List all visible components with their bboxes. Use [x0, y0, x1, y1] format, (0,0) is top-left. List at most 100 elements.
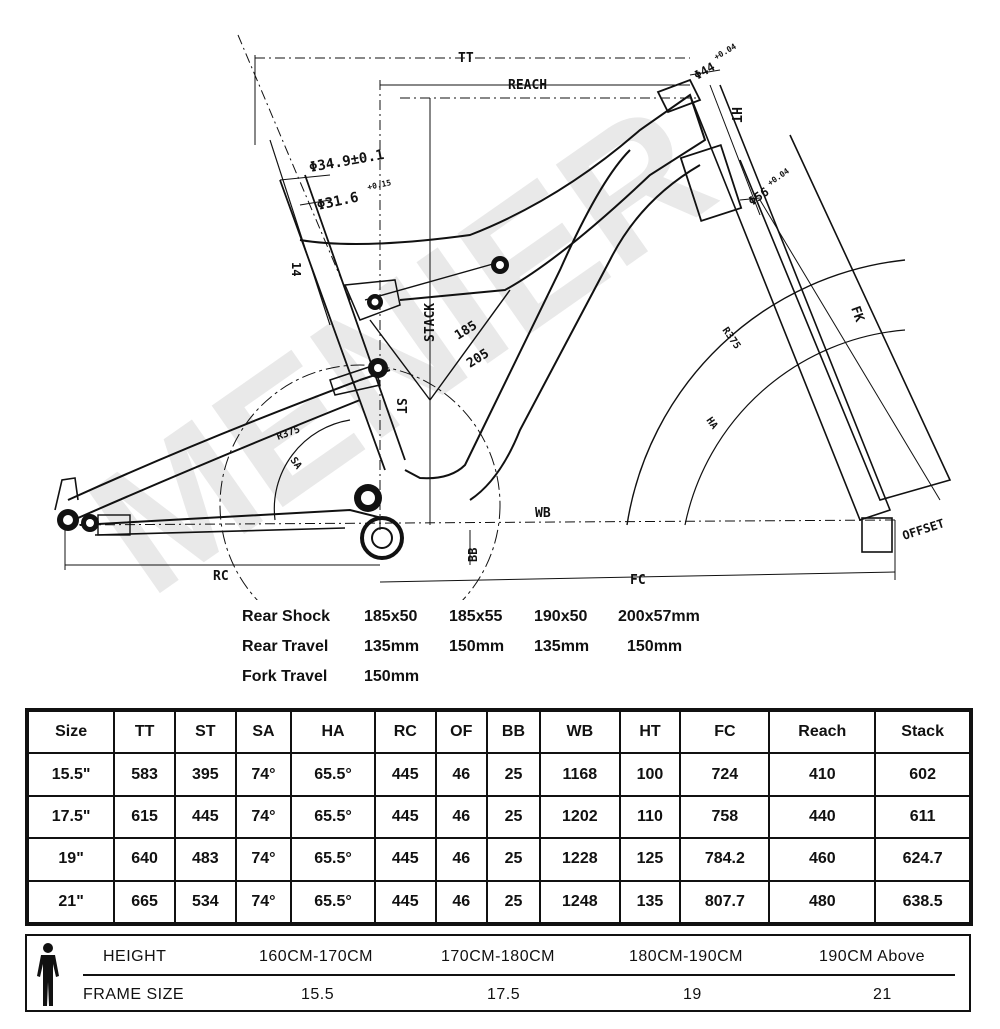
label-ha: HA: [704, 415, 720, 431]
table-cell: 460: [769, 838, 876, 881]
table-cell: 440: [769, 795, 876, 839]
table-cell: 624.7: [875, 838, 970, 881]
frame-size-value: 15.5: [301, 986, 335, 1003]
table-cell: 534: [174, 880, 236, 923]
rear-travel-value: 150mm: [449, 638, 505, 655]
table-cell: 583: [114, 753, 175, 796]
frame-size-value: 21: [873, 986, 892, 1003]
table-cell: 25: [486, 795, 541, 839]
table-cell: 665: [114, 880, 175, 923]
table-cell: 46: [435, 753, 487, 796]
table-cell: 784.2: [680, 838, 770, 881]
table-cell: 25: [486, 838, 541, 881]
table-cell: 445: [174, 795, 236, 839]
height-range: 190CM Above: [819, 948, 926, 965]
frame-geometry-diagram: MENIER: [54, 34, 952, 600]
table-cell: 1168: [540, 753, 620, 796]
table-cell: 65.5°: [291, 753, 375, 796]
fork-travel-value: 150mm: [364, 668, 420, 685]
rear-travel-value: 135mm: [534, 638, 590, 655]
column-header: ST: [174, 711, 236, 754]
label-seatpost: Φ31.6: [316, 189, 361, 213]
table-cell: 445: [374, 753, 436, 796]
rear-shock-value: 200x57mm: [618, 608, 700, 625]
table-cell: 602: [875, 753, 970, 796]
table-cell: 46: [435, 880, 487, 923]
table-cell: 1202: [540, 795, 620, 839]
column-header: BB: [486, 711, 541, 754]
height-range: 170CM-180CM: [441, 948, 555, 965]
table-row: 15.5" 583 395 74° 65.5° 445 46 25 1168 1…: [28, 753, 970, 796]
rear-shock-value: 190x50: [534, 608, 588, 625]
label-stack: STACK: [423, 303, 438, 342]
table-cell: 74°: [235, 795, 292, 839]
table-cell: 110: [619, 795, 681, 839]
table-cell: 74°: [235, 753, 292, 796]
column-header: SA: [235, 711, 292, 754]
height-range: 160CM-170CM: [259, 948, 373, 965]
table-row: 19" 640 483 74° 65.5° 445 46 25 1228 125…: [28, 838, 970, 881]
table-cell: 445: [374, 795, 436, 839]
label-head-bottom-tol: +0.04: [766, 166, 791, 187]
table-cell: 615: [114, 795, 175, 839]
column-header: Reach: [769, 711, 876, 754]
table-cell: 640: [114, 838, 175, 881]
height-range: 180CM-190CM: [629, 948, 743, 965]
rear-travel-label: Rear Travel: [242, 638, 329, 655]
table-cell: 15.5": [28, 753, 115, 796]
table-cell: 65.5°: [291, 795, 375, 839]
fork-travel-label: Fork Travel: [242, 668, 328, 685]
rear-shock-value: 185x50: [364, 608, 418, 625]
column-header: TT: [114, 711, 175, 754]
table-cell: 611: [875, 795, 970, 839]
table-cell: 807.7: [680, 880, 770, 923]
label-dim-14: 14: [289, 262, 303, 276]
table-row: 17.5" 615 445 74° 65.5° 445 46 25 1202 1…: [28, 795, 970, 839]
size-guide: HEIGHT 160CM-170CM 170CM-180CM 180CM-190…: [25, 934, 971, 1012]
table-cell: 480: [769, 880, 876, 923]
table-cell: 638.5: [875, 880, 970, 923]
column-header: WB: [540, 711, 620, 754]
table-cell: 1228: [540, 838, 620, 881]
label-head-top: Φ44: [692, 60, 718, 83]
table-cell: 19": [28, 838, 115, 881]
rear-travel-value: 135mm: [364, 638, 420, 655]
rear-shock-value: 185x55: [449, 608, 503, 625]
label-ht: HT: [728, 107, 743, 123]
table-cell: 25: [486, 880, 541, 923]
height-label: HEIGHT: [103, 948, 167, 965]
label-offset: OFFSET: [901, 516, 947, 543]
rear-travel-value: 150mm: [627, 638, 683, 655]
label-wb: WB: [535, 506, 551, 521]
table-header-row: Size TT ST SA HA RC OF BB WB HT FC Reach…: [28, 711, 970, 754]
frame-size-value: 17.5: [487, 986, 521, 1003]
table-cell: 25: [486, 753, 541, 796]
table-cell: 758: [680, 795, 770, 839]
table-cell: 125: [619, 838, 681, 881]
table-cell: 46: [435, 838, 487, 881]
column-header: Stack: [875, 711, 970, 754]
label-rc: RC: [213, 569, 229, 584]
label-tt: TT: [458, 51, 474, 66]
table-cell: 74°: [235, 880, 292, 923]
table-cell: 445: [374, 838, 436, 881]
column-header: Size: [28, 711, 115, 754]
person-icon: [37, 943, 59, 1006]
table-cell: 724: [680, 753, 770, 796]
table-cell: 46: [435, 795, 487, 839]
table-cell: 135: [619, 880, 681, 923]
column-header: HA: [291, 711, 375, 754]
table-cell: 395: [174, 753, 236, 796]
table-cell: 1248: [540, 880, 620, 923]
row-divider: [83, 974, 955, 976]
rear-shock-label: Rear Shock: [242, 608, 331, 625]
table-cell: 74°: [235, 838, 292, 881]
label-head-top-tol: +0.04: [713, 42, 739, 62]
table-cell: 65.5°: [291, 880, 375, 923]
label-fk: FK: [847, 304, 867, 324]
label-reach: REACH: [508, 78, 547, 93]
label-bb: BB: [466, 548, 480, 562]
column-header: FC: [680, 711, 770, 754]
column-header: RC: [374, 711, 436, 754]
table-cell: 100: [619, 753, 681, 796]
